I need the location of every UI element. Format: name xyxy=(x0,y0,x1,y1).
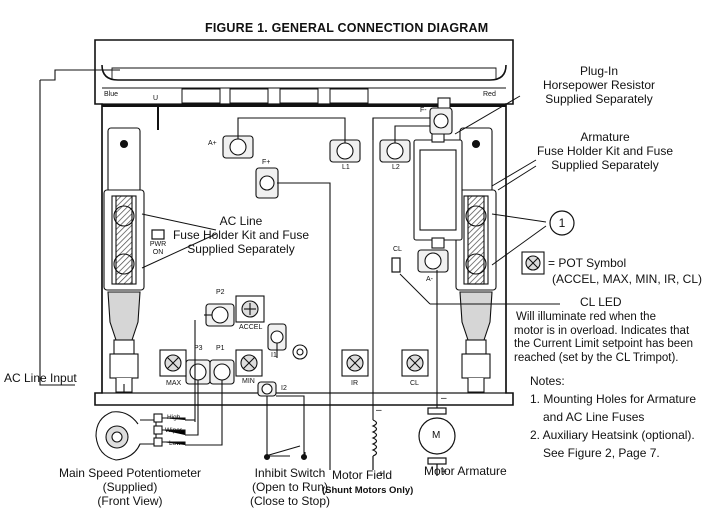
speed-pot-caption-line-3: (Front View) xyxy=(97,494,163,508)
armature-minus-sign: – xyxy=(441,393,447,404)
field-plus-sign: + xyxy=(378,469,384,480)
armature-fuse-callout-line-2: Fuse Holder Kit and Fuse xyxy=(536,144,674,158)
cl-led-description: Will illuminate red when the motor is in… xyxy=(514,311,693,365)
pot-wiper-label: Wiper xyxy=(165,427,182,434)
inhibit-caption-line-2: (Open to Run) xyxy=(251,480,329,494)
blue-label: Blue xyxy=(104,91,119,98)
note-2: 2. Auxiliary Heatsink (optional). xyxy=(530,428,695,442)
pwr-on-label: PWR ON xyxy=(146,241,170,257)
trimpot-ir-label: IR xyxy=(351,380,358,387)
callout-number-1: 1 xyxy=(558,216,566,230)
armature-fuse-callout-line-3: Supplied Separately xyxy=(551,158,659,172)
notes-heading: Notes: xyxy=(530,374,565,388)
u-label: U xyxy=(153,95,159,102)
terminal-f-minus-label: F- xyxy=(420,107,427,114)
on-label: ON xyxy=(152,249,164,256)
trimpot-min-label: MIN xyxy=(242,378,255,385)
board-top-edge xyxy=(102,104,506,107)
terminal-p1-label: P1 xyxy=(216,345,225,352)
terminal-l2-label: L2 xyxy=(392,164,400,171)
callout-leaders xyxy=(141,95,575,305)
terminal-i1-label: I1 xyxy=(271,352,277,359)
trimpots xyxy=(159,251,545,377)
inhibit-switch xyxy=(263,395,308,461)
note-2-cont: See Figure 2, Page 7. xyxy=(543,446,660,460)
figure-title: FIGURE 1. GENERAL CONNECTION DIAGRAM xyxy=(205,21,489,35)
terminal-l1-label: L1 xyxy=(342,164,350,171)
resistor-callout-line-2: Horsepower Resistor xyxy=(542,78,656,92)
motor-armature-label: Motor Armature xyxy=(424,464,507,478)
terminal-p3-label: P3 xyxy=(194,345,203,352)
note-1: 1. Mounting Holes for Armature xyxy=(530,392,697,406)
wiring xyxy=(39,69,438,470)
ac-line-fuse-holder xyxy=(103,127,145,393)
cl-led-label: CL xyxy=(393,246,402,253)
terminal-a-plus-label: A+ xyxy=(208,140,217,147)
armature-fuse-callout: Armature Fuse Holder Kit and Fuse Suppli… xyxy=(520,130,690,172)
speed-potentiometer xyxy=(95,411,186,461)
cl-led xyxy=(391,257,401,273)
red-label: Red xyxy=(483,91,496,98)
terminal-i2-label: I2 xyxy=(281,385,287,392)
motor-armature xyxy=(418,407,456,476)
speed-pot-caption-line-2: (Supplied) xyxy=(102,480,158,494)
inhibit-switch-caption: Inhibit Switch (Open to Run) (Close to S… xyxy=(245,466,335,508)
note-1-cont: and AC Line Fuses xyxy=(543,410,645,424)
cl-led-desc-line-4: reached (set by the CL Trimpot). xyxy=(514,351,679,364)
resistor-callout: Plug-In Horsepower Resistor Supplied Sep… xyxy=(524,64,674,106)
cl-led-desc-line-1: Will illuminate red when the xyxy=(516,311,656,323)
top-connector-tabs xyxy=(181,88,369,104)
pot-low-label: Low xyxy=(169,440,181,447)
cl-led-title: CL LED xyxy=(580,295,622,309)
cl-led-desc-line-2: motor is in overload. Indicates that xyxy=(514,324,690,337)
terminal-f-plus-label: F+ xyxy=(262,159,271,166)
cl-led-desc-line-3: the Current Limit setpoint has been xyxy=(514,338,693,350)
pwr-led xyxy=(151,229,165,240)
inhibit-caption-line-1: Inhibit Switch xyxy=(254,466,326,480)
ac-line-fuse-callout: AC Line Fuse Holder Kit and Fuse Supplie… xyxy=(166,214,316,256)
motor-field-coil xyxy=(371,419,378,470)
pot-symbol-label: = POT Symbol xyxy=(548,256,627,270)
resistor-callout-line-3: Supplied Separately xyxy=(545,92,653,106)
speed-pot-caption: Main Speed Potentiometer (Supplied) (Fro… xyxy=(50,466,210,508)
trimpot-cl-label: CL xyxy=(410,380,419,387)
motor-field-label: Motor Field xyxy=(332,468,393,482)
field-minus-sign: – xyxy=(376,405,382,416)
ac-line-fuse-callout-line-1: AC Line xyxy=(219,214,263,228)
pot-symbol-list: (ACCEL, MAX, MIN, IR, CL) xyxy=(552,272,703,286)
trimpot-max-label: MAX xyxy=(166,380,182,387)
ac-line-input-label: AC Line Input xyxy=(4,371,77,385)
ac-line-fuse-callout-line-2: Fuse Holder Kit and Fuse xyxy=(172,228,310,242)
ac-line-fuse-callout-line-3: Supplied Separately xyxy=(187,242,295,256)
trimpot-accel-label: ACCEL xyxy=(239,324,263,331)
inhibit-caption-line-3: (Close to Stop) xyxy=(249,494,331,508)
armature-fuse-callout-line-1: Armature xyxy=(580,130,630,144)
resistor-callout-line-1: Plug-In xyxy=(579,64,619,78)
terminal-a-minus-label: A- xyxy=(426,276,433,283)
shunt-note: (Shunt Motors Only) xyxy=(322,485,414,496)
terminal-p2-label: P2 xyxy=(216,289,225,296)
pot-high-label: High xyxy=(167,414,181,421)
horsepower-resistor xyxy=(413,97,463,249)
pwr-label: PWR xyxy=(149,241,167,248)
speed-pot-caption-line-1: Main Speed Potentiometer xyxy=(58,466,202,480)
armature-plus-sign: + xyxy=(441,467,447,478)
motor-symbol: M xyxy=(432,430,441,441)
